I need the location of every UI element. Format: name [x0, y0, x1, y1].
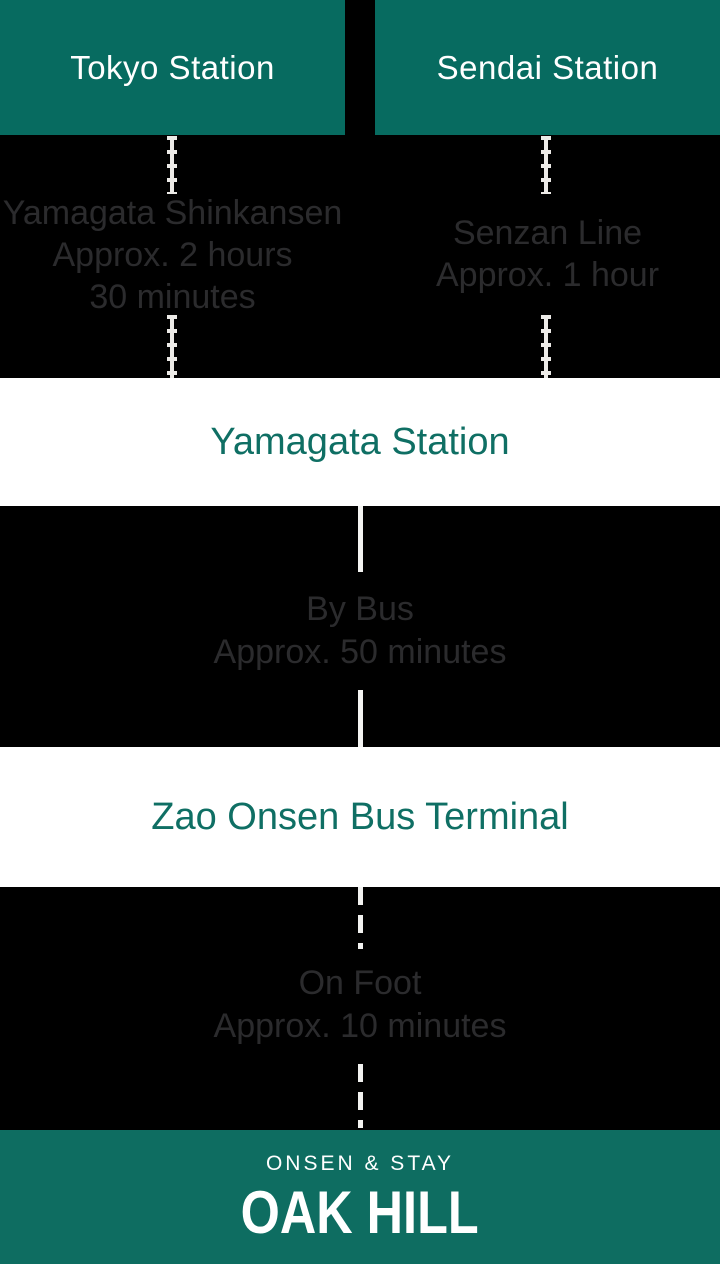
hotel-tagline: ONSEN & STAY — [265, 1152, 455, 1175]
route-duration: Approx. 1 hour — [435, 256, 660, 294]
route-duration: Approx. 50 minutes — [213, 633, 507, 671]
route-duration: Approx. 10 minutes — [213, 1007, 507, 1045]
route-line-name: Yamagata Shinkansen — [2, 194, 343, 232]
bus-route-line-lower — [358, 690, 363, 747]
zao-onsen-bus-terminal-label: Zao Onsen Bus Terminal — [151, 795, 569, 838]
railway-line-right-upper — [541, 136, 551, 194]
walking-route-line-upper — [358, 887, 363, 949]
route-duration: Approx. 2 hours — [52, 236, 293, 274]
bus-route-line-upper — [358, 506, 363, 572]
route-senzan-line: Senzan Line Approx. 1 hour — [375, 212, 720, 296]
route-yamagata-shinkansen: Yamagata Shinkansen Approx. 2 hours 30 m… — [0, 192, 345, 318]
yamagata-station-label: Yamagata Station — [210, 420, 510, 463]
route-mode: On Foot — [298, 964, 422, 1002]
route-mode: By Bus — [306, 590, 414, 628]
hotel-footer: ONSEN & STAY OAK HILL — [0, 1130, 720, 1264]
railway-line-right-lower — [541, 315, 551, 378]
walking-route-line-lower — [358, 1064, 363, 1128]
route-duration-2: 30 minutes — [89, 278, 256, 316]
sendai-station-box: Sendai Station — [375, 0, 720, 135]
route-on-foot: On Foot Approx. 10 minutes — [0, 962, 720, 1048]
tokyo-station-box: Tokyo Station — [0, 0, 345, 135]
zao-onsen-bus-terminal-band: Zao Onsen Bus Terminal — [0, 747, 720, 887]
sendai-station-label: Sendai Station — [436, 48, 659, 86]
tokyo-station-label: Tokyo Station — [70, 48, 275, 86]
yamagata-station-band: Yamagata Station — [0, 378, 720, 506]
railway-line-left-upper — [167, 136, 177, 194]
route-line-name: Senzan Line — [452, 214, 643, 252]
railway-line-left-lower — [167, 315, 177, 378]
route-by-bus: By Bus Approx. 50 minutes — [0, 588, 720, 674]
hotel-brand-logo: OAK HILL — [241, 1179, 479, 1246]
